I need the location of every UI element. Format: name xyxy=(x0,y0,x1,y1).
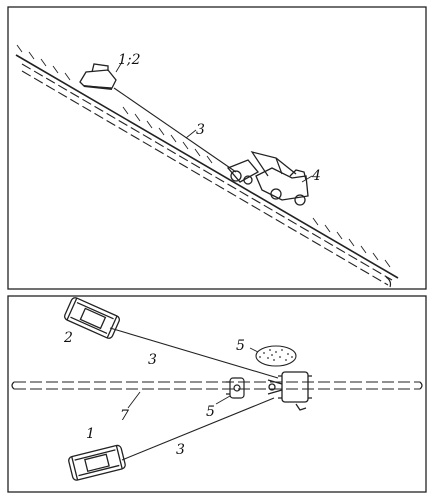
label-5-spot: 5 xyxy=(236,338,245,354)
label-2: 2 xyxy=(63,330,73,346)
top-panel: 1;2 3 4 xyxy=(7,6,427,290)
machine-2 xyxy=(63,297,121,339)
label-1-2: 1;2 xyxy=(118,52,141,68)
label-3-lower: 3 xyxy=(176,442,185,458)
machine-1-2 xyxy=(79,63,117,90)
pulley-block-5 xyxy=(226,377,245,399)
machine-1 xyxy=(68,444,126,481)
cable-3-upper xyxy=(109,327,279,379)
pipelayer-top-view xyxy=(267,371,312,411)
pipeline-horizontal xyxy=(11,381,423,390)
label-3-upper: 3 xyxy=(148,352,157,368)
label-1: 1 xyxy=(86,426,95,442)
bottom-leaders xyxy=(127,347,259,409)
top-panel-frame xyxy=(7,6,427,290)
label-7: 7 xyxy=(120,408,129,424)
slope-ground xyxy=(15,44,399,279)
spot-5 xyxy=(255,345,297,367)
label-5-block: 5 xyxy=(206,404,215,420)
label-4: 4 xyxy=(311,168,321,184)
bottom-panel-frame xyxy=(7,295,427,493)
label-3-top: 3 xyxy=(196,122,205,138)
pipeline-slope xyxy=(21,63,393,288)
bottom-panel: 2 3 5 5 7 1 3 xyxy=(7,295,427,493)
cable-3-top xyxy=(113,87,237,173)
pipelayer-4 xyxy=(226,151,309,206)
cable-3-lower xyxy=(121,397,275,461)
top-leaders xyxy=(115,61,313,183)
